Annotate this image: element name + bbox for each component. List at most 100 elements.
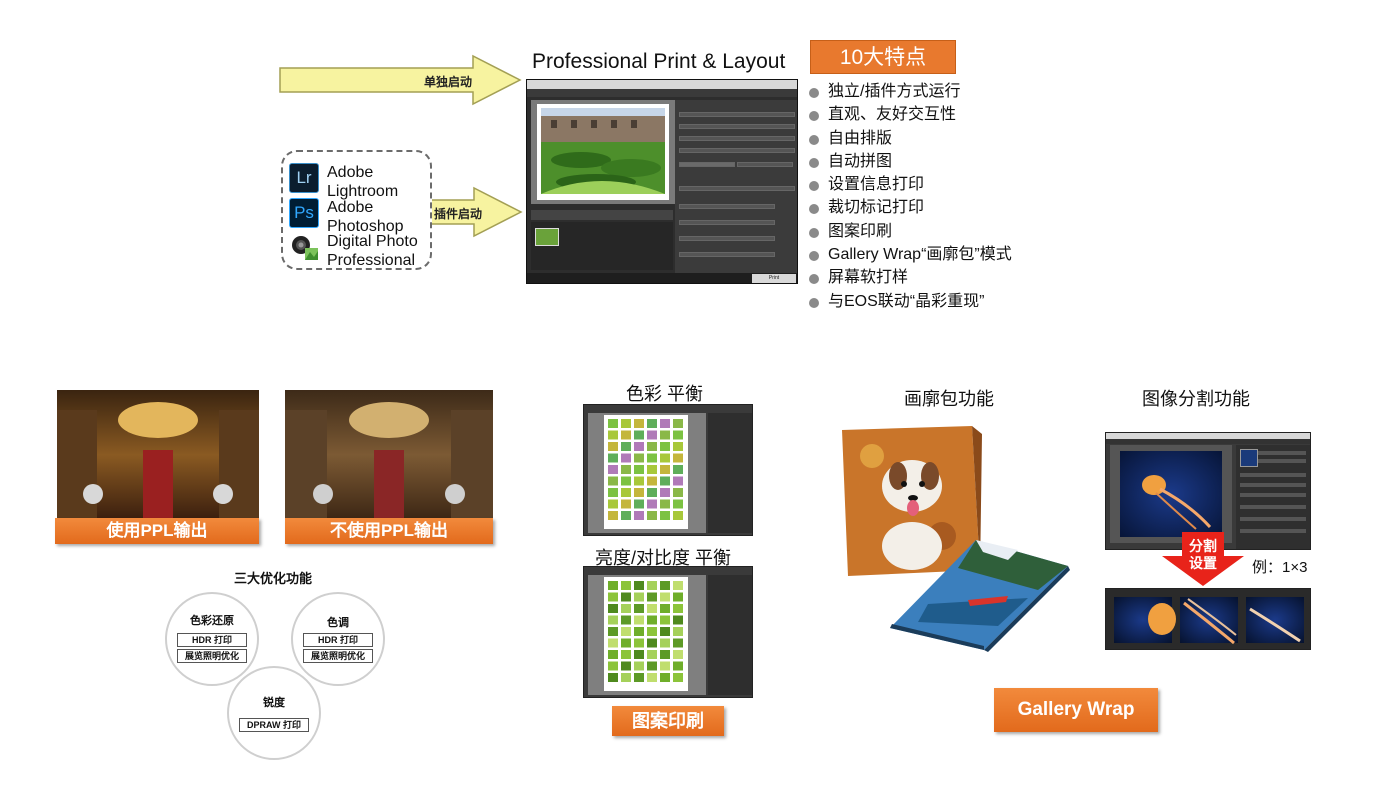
feature-item: 屏幕软打样 [808, 266, 1012, 289]
pattern-tile [647, 604, 657, 613]
pattern-tile [660, 661, 670, 671]
pattern-tile [621, 476, 631, 486]
dog-canvas-image [842, 426, 982, 576]
color-restore-circle: 色彩还原 HDR 打印 展览照明优化 [165, 592, 259, 686]
pattern-tile [673, 511, 683, 520]
settings-panel [675, 100, 797, 283]
pattern-tile [647, 465, 657, 474]
pattern-tile [621, 419, 631, 428]
pattern-tile [647, 592, 657, 602]
pattern-tile [647, 430, 657, 440]
pattern-tile [634, 661, 644, 671]
pattern-tile [660, 581, 670, 590]
feature-item: Gallery Wrap“画廓包”模式 [808, 243, 1012, 266]
pattern-tile [647, 627, 657, 636]
pattern-tile [647, 650, 657, 659]
pattern-tile [634, 638, 644, 648]
tone-circle: 色调 HDR 打印 展览照明优化 [291, 592, 385, 686]
pattern-tile [660, 592, 670, 602]
gallery-wrap-button[interactable]: Gallery Wrap [994, 688, 1158, 732]
pattern-tile [634, 581, 644, 590]
pattern-tile [673, 581, 683, 590]
standalone-launch-label: 单独启动 [424, 75, 473, 89]
photoshop-name-line2: Photoshop [327, 218, 404, 235]
pattern-tile [673, 627, 683, 636]
pattern-tile [660, 442, 670, 451]
pattern-tile [673, 673, 683, 682]
pattern-tile [660, 673, 670, 682]
pattern-tile [621, 442, 631, 451]
split-down-arrow-icon [1162, 532, 1244, 586]
standalone-arrow [279, 54, 522, 106]
pattern-tile [673, 604, 683, 613]
pattern-tile [621, 465, 631, 474]
dpp-icon [289, 232, 319, 262]
lightroom-name-line2: Lightroom [327, 183, 399, 200]
optimization-title: 三大优化功能 [234, 571, 313, 586]
lightroom-name-line1: Adobe [327, 164, 374, 181]
gallery-wrap-title: 画廓包功能 [904, 389, 994, 409]
pattern-tile [673, 650, 683, 659]
pattern-tile [673, 453, 683, 463]
feature-item: 自由排版 [808, 127, 1012, 150]
pattern-tile [634, 604, 644, 613]
without-ppl-label: 不使用PPL输出 [285, 518, 493, 544]
pattern-tile [647, 453, 657, 463]
feature-item: 图案印刷 [808, 220, 1012, 243]
pattern-tile [647, 581, 657, 590]
pattern-tile [673, 615, 683, 625]
feature-item: 与EOS联动“晶彩重现” [808, 290, 1012, 313]
pattern-tile [673, 419, 683, 428]
pattern-tile [634, 442, 644, 451]
pattern-tile [621, 627, 631, 636]
pattern-tile [608, 453, 618, 463]
image-split-title: 图像分割功能 [1142, 389, 1250, 409]
pattern-tile [634, 511, 644, 520]
lightroom-app: Lr Adobe Lightroom [289, 163, 398, 201]
pattern-tile [621, 581, 631, 590]
pattern-tile [673, 488, 683, 497]
pattern-tile [660, 627, 670, 636]
pattern-tile [621, 650, 631, 659]
ppl-toolbar [531, 210, 673, 220]
pattern-tile [634, 419, 644, 428]
feature-item: 自动拼图 [808, 150, 1012, 173]
features-badge: 10大特点 [810, 40, 956, 74]
pattern-tile [621, 673, 631, 682]
pattern-tile [634, 453, 644, 463]
pattern-tile [660, 488, 670, 497]
pattern-tile [634, 650, 644, 659]
pattern-tile [608, 661, 618, 671]
pattern-tile [673, 592, 683, 602]
pattern-tile [608, 627, 618, 636]
pattern-tile [647, 673, 657, 682]
pattern-tile [647, 511, 657, 520]
plugin-hosts-box: Lr Adobe Lightroom Ps Adobe Photoshop Di… [281, 150, 432, 270]
pattern-tile [660, 511, 670, 520]
ppl-window-screenshot: Print [526, 79, 798, 284]
pattern-tile [608, 488, 618, 497]
pattern-tile [647, 419, 657, 428]
pattern-tile [608, 419, 618, 428]
pattern-tile [621, 638, 631, 648]
pattern-tile [634, 592, 644, 602]
pattern-tile [647, 442, 657, 451]
garden-photo [541, 108, 665, 194]
photoshop-app: Ps Adobe Photoshop [289, 198, 404, 236]
pattern-tile [608, 592, 618, 602]
ppl-title: Professional Print & Layout [532, 50, 786, 73]
pattern-tile [608, 442, 618, 451]
sharpness-circle: 锐度 DPRAW 打印 [227, 666, 321, 760]
library-photo-without-ppl [285, 390, 493, 520]
pattern-tile [660, 419, 670, 428]
pattern-tile [608, 673, 618, 682]
library-photo-with-ppl [57, 390, 259, 520]
print-button[interactable]: Print [752, 274, 796, 283]
feature-item: 设置信息打印 [808, 173, 1012, 196]
pattern-tile [673, 661, 683, 671]
pattern-tile [634, 476, 644, 486]
dpp-name-line1: Digital Photo [327, 233, 418, 250]
pattern-tile [621, 604, 631, 613]
pattern-tile [634, 465, 644, 474]
pattern-tile [608, 615, 618, 625]
